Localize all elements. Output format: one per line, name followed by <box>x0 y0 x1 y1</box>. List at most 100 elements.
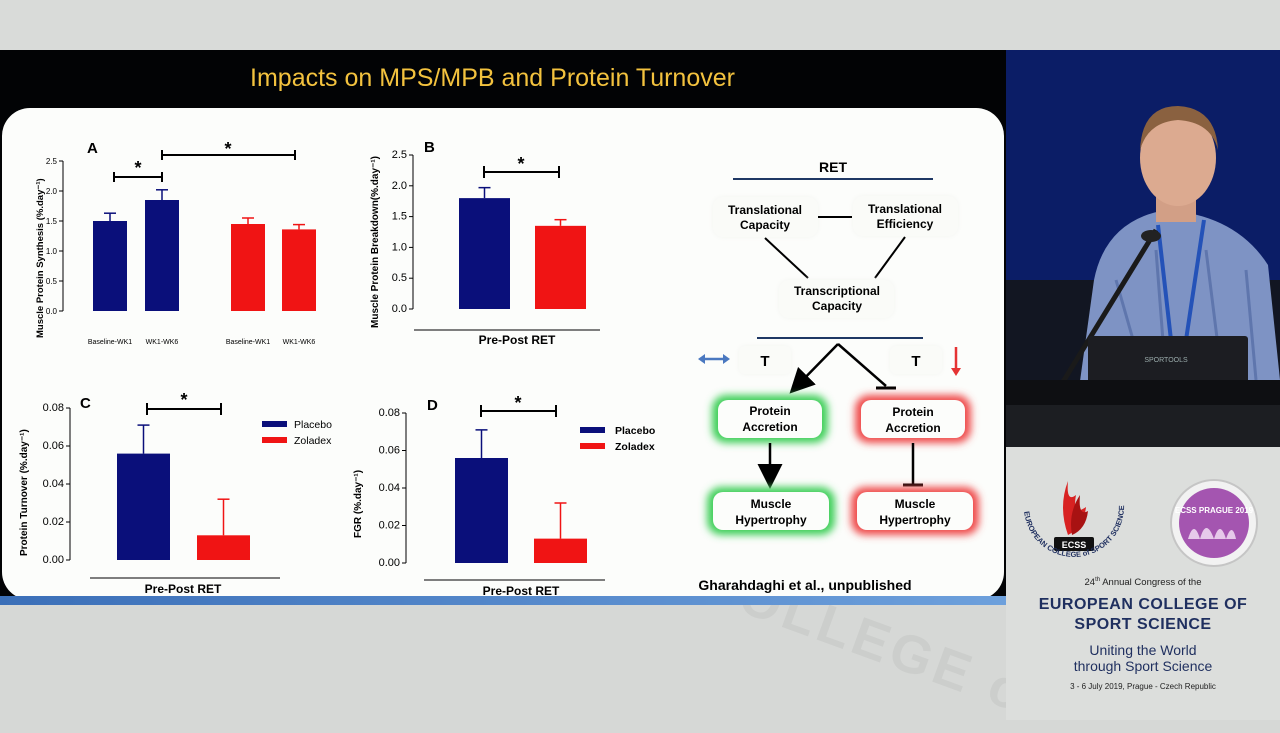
panel-c-legend: Placebo Zoladex <box>262 419 332 447</box>
panel-b-letter: B <box>424 139 435 156</box>
legend-zoladex-swatch <box>262 437 287 443</box>
legend-placebo-label: Placebo <box>615 425 655 437</box>
laptop-brand: SPORTOOLS <box>1144 357 1188 364</box>
annual-sup: th <box>1095 577 1101 583</box>
bar <box>535 225 586 309</box>
y-tick-label: 0.08 <box>43 402 64 414</box>
y-tick-label: 0.5 <box>46 277 58 286</box>
edge-capacity-transcriptional <box>764 237 809 279</box>
ecss-logo-text: ECSS <box>1062 540 1087 550</box>
panel-a-ylabel: Muscle Protein Synthesis (%.day⁻¹) <box>35 178 46 338</box>
congress-name-line2: SPORT SCIENCE <box>1074 616 1212 633</box>
testosterone-right-label: T <box>911 353 920 370</box>
protein-accretion-left-line2: Accretion <box>742 420 797 434</box>
ret-label: RET <box>819 159 847 175</box>
panel-c-sig-bracket: * <box>146 390 222 415</box>
panel-d-letter: D <box>427 397 438 414</box>
bar <box>231 224 265 311</box>
panel-d-chart: 0.000.020.040.060.08 <box>379 407 605 581</box>
annual-congress-line: 24th Annual Congress of the <box>1006 577 1280 588</box>
panel-c-ylabel: Protein Turnover (%.day⁻¹) <box>19 429 30 556</box>
y-tick-label: 0.0 <box>46 307 58 316</box>
congress-logos: ECSS EUROPEAN COLLEGE of SPORT SCIENCE E… <box>1022 479 1258 567</box>
down-arrow-icon <box>951 347 961 376</box>
speaker-camera-view: SPORTOOLS <box>1006 50 1280 447</box>
bar <box>534 538 587 563</box>
x-tick-label: Baseline-WK1 <box>226 339 270 346</box>
speaker-illustration: SPORTOOLS <box>1006 50 1280 447</box>
ecss-logo: ECSS EUROPEAN COLLEGE of SPORT SCIENCE <box>1022 481 1126 559</box>
muscle-hypertrophy-left-line2: Hypertrophy <box>735 513 807 527</box>
legend-zoladex-label: Zoladex <box>615 441 655 453</box>
panel-bottom-stripe <box>0 596 1006 605</box>
y-tick-label: 1.0 <box>46 247 58 256</box>
lower-band <box>0 605 1006 720</box>
panel-c-xlabel: Pre-Post RET <box>145 582 222 596</box>
panel-a-sig-bracket-1: * <box>113 158 163 182</box>
congress-dates: 3 - 6 July 2019, Prague - Czech Republic <box>1070 682 1216 691</box>
muscle-hypertrophy-right-line2: Hypertrophy <box>879 513 951 527</box>
bar <box>459 198 510 309</box>
bar <box>455 458 508 563</box>
transcriptional-capacity-line1: Transcriptional <box>794 284 880 298</box>
annual-text: Annual Congress of the <box>1100 577 1202 589</box>
testosterone-right-node: T <box>890 346 942 374</box>
protein-accretion-right-node: Protein Accretion <box>855 395 971 443</box>
y-tick-label: 0.02 <box>43 516 64 528</box>
y-tick-label: 2.5 <box>46 157 58 166</box>
bar <box>117 453 170 560</box>
x-tick-label: WK1-WK6 <box>283 339 316 346</box>
x-tick-label: Baseline-WK1 <box>88 339 132 346</box>
protein-accretion-right-line2: Accretion <box>885 421 940 435</box>
y-tick-label: 0.08 <box>379 407 400 419</box>
panel-b-sig-bracket: * <box>483 154 560 178</box>
y-tick-label: 1.5 <box>392 211 407 223</box>
protein-accretion-left-line1: Protein <box>749 404 790 418</box>
congress-branding: ECSS EUROPEAN COLLEGE of SPORT SCIENCE E… <box>1006 447 1280 720</box>
bar <box>197 535 250 560</box>
annual-number: 24 <box>1084 577 1096 589</box>
top-band <box>0 0 1280 50</box>
legend-zoladex-swatch <box>580 443 605 449</box>
y-tick-label: 1.0 <box>392 241 407 253</box>
ret-diagram: RET Translational Capacity Translational… <box>698 159 979 593</box>
y-tick-label: 2.0 <box>46 187 58 196</box>
translational-capacity-line2: Capacity <box>740 218 790 232</box>
translational-efficiency-line2: Efficiency <box>877 217 934 231</box>
arrow-to-accretion-left <box>789 343 839 394</box>
motto-line2: through Sport Science <box>1073 658 1213 674</box>
panel-d-xlabel: Pre-Post RET <box>483 584 560 598</box>
y-tick-label: 0.02 <box>379 520 400 532</box>
congress-name-line1: EUROPEAN COLLEGE OF <box>1038 596 1248 613</box>
panel-a-sig-1: * <box>134 158 141 178</box>
prague-2019-badge: ECSS PRAGUE 2019 <box>1170 479 1258 567</box>
transcriptional-capacity-node: Transcriptional Capacity <box>779 280 894 318</box>
bar <box>282 229 316 311</box>
testosterone-left-label: T <box>760 353 769 370</box>
y-tick-label: 0.00 <box>379 557 400 569</box>
panel-d-legend: Placebo Zoladex <box>580 425 655 453</box>
panel-a-letter: A <box>87 140 98 157</box>
y-tick-label: 0.06 <box>43 440 64 452</box>
y-tick-label: 2.5 <box>392 149 407 161</box>
panel-c-sig: * <box>180 390 187 410</box>
speaker-head <box>1140 110 1216 206</box>
legend-placebo-label: Placebo <box>294 419 332 431</box>
y-tick-label: 2.0 <box>392 180 407 192</box>
panel-b-chart: 0.00.51.01.52.02.5 <box>392 149 600 331</box>
panel-c-chart: 0.000.020.040.060.08 <box>43 402 280 579</box>
inhibit-to-accretion-right <box>837 343 887 387</box>
panel-a-sig-2: * <box>224 139 231 159</box>
translational-capacity-line1: Translational <box>728 203 802 217</box>
panel-b-sig: * <box>517 154 524 174</box>
muscle-hypertrophy-right-line1: Muscle <box>895 497 936 511</box>
bar <box>145 200 179 311</box>
slide-title: Impacts on MPS/MPB and Protein Turnover <box>250 64 735 92</box>
citation: Gharahdaghi et al., unpublished <box>698 577 911 593</box>
legend-placebo-swatch <box>580 427 605 433</box>
panel-b-ylabel: Muscle Protein Breakdown(%.day⁻¹) <box>370 156 381 328</box>
y-tick-label: 0.04 <box>379 482 400 494</box>
panel-d-sig-bracket: * <box>480 393 557 417</box>
